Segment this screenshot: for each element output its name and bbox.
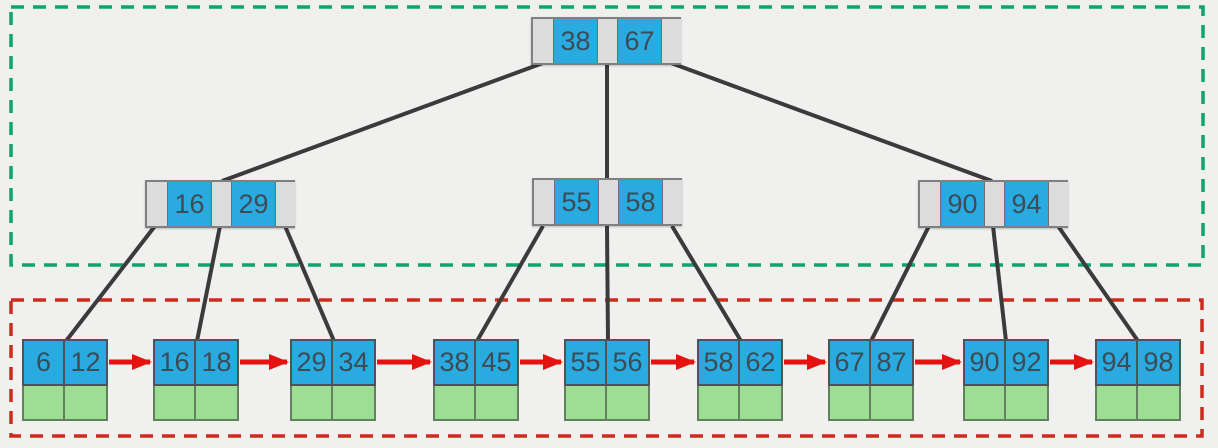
leaf-key-cell: 87: [871, 339, 914, 386]
data-pointer-cell: [1095, 386, 1138, 421]
leaf-key-cell: 62: [740, 339, 783, 386]
leaf-key-cell: 18: [196, 339, 239, 386]
leaf-node-4: 38 45: [433, 339, 519, 421]
leaf-key-cell: 98: [1138, 339, 1181, 386]
leaf-key-cell: 16: [153, 339, 196, 386]
tree-edge: [670, 61, 993, 183]
data-pointer-cell: [153, 386, 196, 421]
data-pointer-cell: [22, 386, 65, 421]
leaf-key-cell: 56: [607, 339, 650, 386]
leaf-node-7: 67 87: [828, 339, 914, 421]
internal-node-2: 55 58: [532, 178, 683, 226]
key-cell: 94: [1004, 182, 1049, 226]
data-pointer-cell: [697, 386, 740, 421]
leaf-key-cell: 34: [333, 339, 376, 386]
leaf-key-cell: 29: [290, 339, 333, 386]
data-pointer-cell: [65, 386, 108, 421]
key-cell: 55: [554, 180, 599, 224]
data-pointer-cell: [433, 386, 476, 421]
leaf-key-cell: 92: [1006, 339, 1049, 386]
tree-edge: [869, 225, 931, 342]
leaf-key-cell: 12: [65, 339, 108, 386]
leaf-node-6: 58 62: [697, 339, 783, 421]
child-pointer-cell: [598, 19, 617, 63]
tree-edge: [670, 224, 743, 343]
key-cell: 58: [618, 180, 663, 224]
leaf-key-cell: 58: [697, 339, 740, 386]
child-pointer-cell: [1049, 182, 1069, 226]
data-pointer-cell: [333, 386, 376, 421]
child-pointer-cell: [533, 19, 553, 63]
tree-edge: [221, 61, 544, 183]
tree-edge: [283, 225, 336, 342]
child-pointer-cell: [599, 180, 618, 224]
key-cell: 16: [167, 182, 212, 226]
child-pointer-cell: [147, 182, 167, 226]
child-pointer-cell: [212, 182, 231, 226]
data-pointer-cell: [1138, 386, 1181, 421]
data-pointer-cell: [963, 386, 1006, 421]
child-pointer-cell: [276, 182, 296, 226]
leaf-key-cell: 67: [828, 339, 871, 386]
leaf-node-2: 16 18: [153, 339, 239, 421]
child-pointer-cell: [985, 182, 1004, 226]
data-pointer-cell: [196, 386, 239, 421]
child-pointer-cell: [920, 182, 940, 226]
key-cell: 29: [231, 182, 276, 226]
leaf-node-9: 94 98: [1095, 339, 1181, 421]
key-cell: 67: [617, 19, 662, 63]
key-cell: 90: [940, 182, 985, 226]
internal-node-1: 16 29: [145, 180, 296, 228]
key-cell: 38: [553, 19, 598, 63]
leaf-node-8: 90 92: [963, 339, 1049, 421]
data-pointer-cell: [607, 386, 650, 421]
tree-edge: [991, 225, 1008, 342]
internal-node-3: 90 94: [918, 180, 1069, 228]
tree-edge: [475, 225, 545, 342]
leaf-node-5: 55 56: [564, 339, 650, 421]
data-pointer-cell: [1006, 386, 1049, 421]
leaf-key-cell: 94: [1095, 339, 1138, 386]
leaf-key-cell: 90: [963, 339, 1006, 386]
leaf-key-cell: 38: [433, 339, 476, 386]
tree-edge: [605, 225, 610, 342]
data-pointer-cell: [828, 386, 871, 421]
data-pointer-cell: [740, 386, 783, 421]
child-pointer-cell: [663, 180, 683, 224]
leaf-key-cell: 45: [476, 339, 519, 386]
leaf-key-cell: 55: [564, 339, 607, 386]
root-node: 38 67: [531, 17, 682, 65]
tree-edge: [1056, 224, 1140, 343]
leaf-node-3: 29 34: [290, 339, 376, 421]
data-pointer-cell: [290, 386, 333, 421]
leaf-key-cell: 6: [22, 339, 65, 386]
child-pointer-cell: [662, 19, 682, 63]
data-pointer-cell: [476, 386, 519, 421]
child-pointer-cell: [534, 180, 554, 224]
data-pointer-cell: [871, 386, 914, 421]
data-pointer-cell: [564, 386, 607, 421]
tree-edge: [195, 225, 222, 342]
tree-edge: [64, 224, 157, 343]
leaf-node-1: 6 12: [22, 339, 108, 421]
